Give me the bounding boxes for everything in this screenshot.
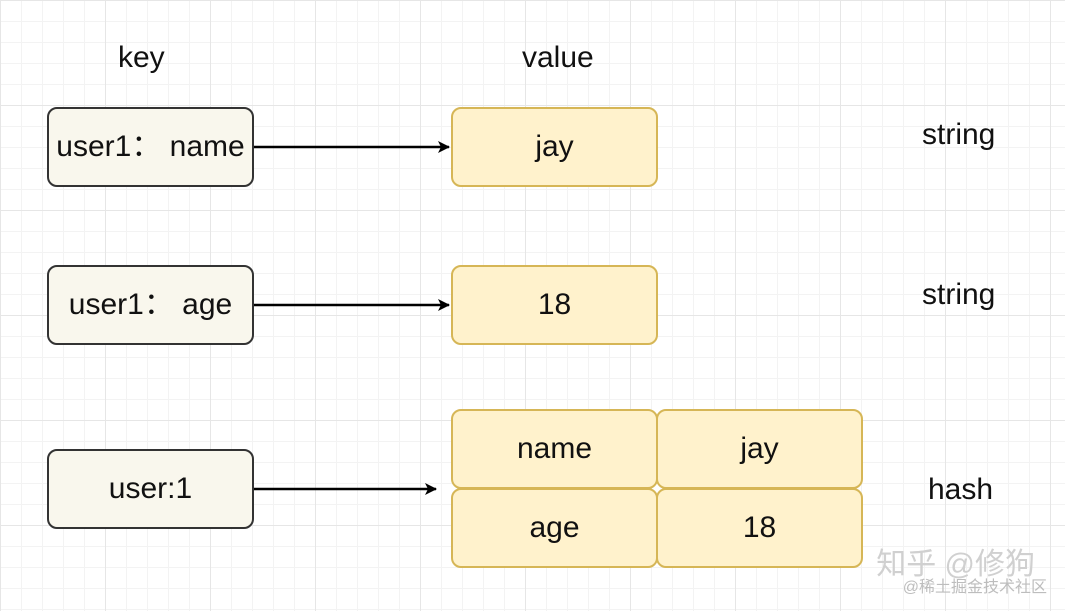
hash-field-name: name [451, 409, 658, 489]
hash-value-name: jay [656, 409, 863, 489]
key-box-user1-name: user1： name [47, 107, 254, 187]
watermark-juejin: @稀土掘金技术社区 [902, 579, 1047, 596]
value-box-user1-name: jay [451, 107, 658, 187]
watermark-zhihu: 知乎 @修狗 [876, 548, 1035, 581]
key-column-header: key [118, 41, 165, 74]
hash-field-age: age [451, 488, 658, 568]
value-box-user1-age: 18 [451, 265, 658, 345]
key-box-user-1: user:1 [47, 449, 254, 529]
type-label-row3: hash [928, 473, 994, 506]
type-label-row1: string [922, 118, 996, 151]
hash-value-age: 18 [656, 488, 863, 568]
value-column-header: value [522, 41, 594, 74]
type-label-row2: string [922, 278, 996, 311]
key-box-user1-age: user1： age [47, 265, 254, 345]
